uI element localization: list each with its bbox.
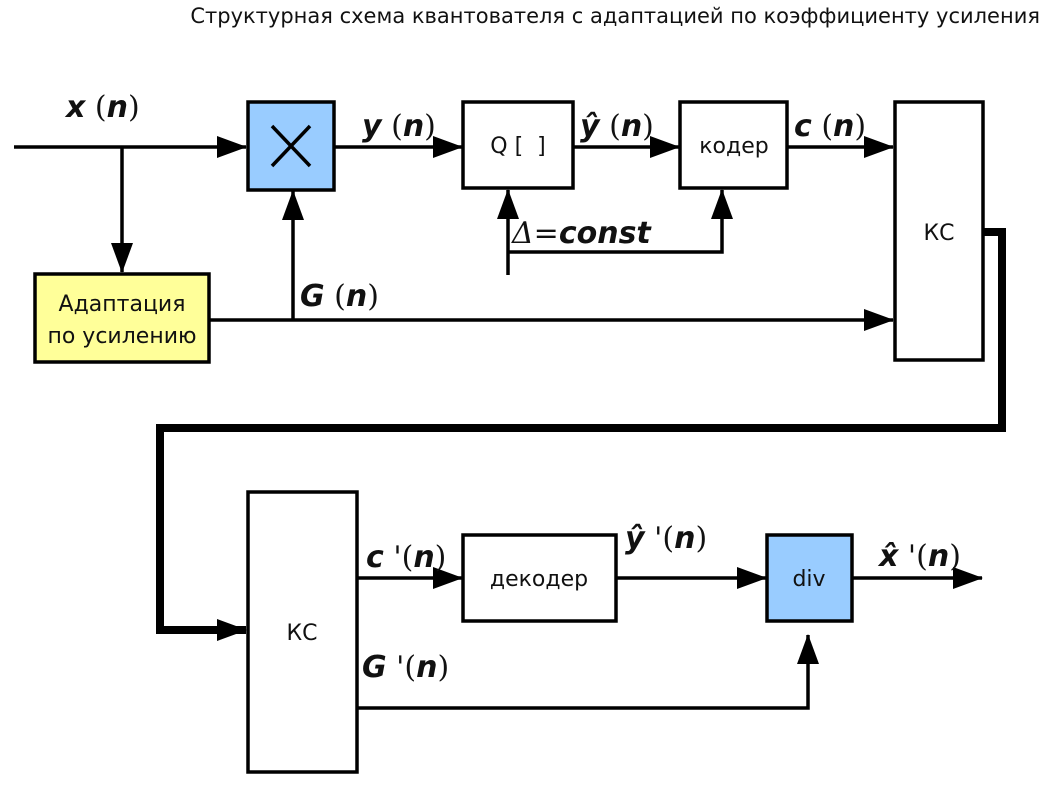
signal-y-hat-prime-label: ŷ '(n) [625,521,707,556]
channel-rx-block: КС [246,490,359,774]
multiply-icon [270,124,312,168]
decoder-label: декодер [490,567,588,592]
diagram-title: Структурная схема квантователя с адаптац… [190,4,1040,28]
wire-delta-to-coder [508,189,733,254]
signal-G-prime-label: G '(n) [362,650,449,685]
signal-G-label: G (n) [300,279,379,314]
coder-box [678,100,789,190]
multiplier-box [246,100,336,192]
channel-link [156,228,1006,641]
channel-rx-label: КС [287,621,318,646]
div-box [765,533,854,623]
channel-rx-box [246,490,359,774]
signal-c-label: c (n) [794,109,866,144]
decoder-box [461,533,618,623]
decoder-block: декодер [461,533,618,623]
channel-tx-label: КС [924,221,955,246]
signal-x-hat-prime-label: x̂ '(n) [877,539,961,574]
delta-const-label: Δ=const [511,216,652,251]
quantizer-box [461,100,575,190]
wire-G-prime [357,634,819,710]
signal-x-label: x (n) [64,90,140,125]
channel-tx-block: КС [893,100,985,362]
div-label: div [792,567,825,592]
coder-label: кодер [699,134,768,159]
quantizer-block: Q [ ] [461,100,575,190]
adaptation-label-line1: Адаптация [59,292,186,317]
div-block: div [765,533,854,623]
adaptation-box [33,272,211,364]
channel-tx-box [893,100,985,362]
quantizer-label: Q [ ] [490,134,545,159]
signal-y-hat-label: ŷ (n) [580,109,654,144]
coder-block: кодер [678,100,789,190]
rx-wiring [357,567,983,710]
adaptation-label-line2: по усилению [47,324,196,349]
signal-y-label: y (n) [362,109,436,144]
signal-c-prime-label: c '(n) [366,540,446,575]
tx-wiring [14,136,894,331]
multiplier-block [246,100,336,192]
adaptation-block: Адаптация по усилению [33,272,211,364]
